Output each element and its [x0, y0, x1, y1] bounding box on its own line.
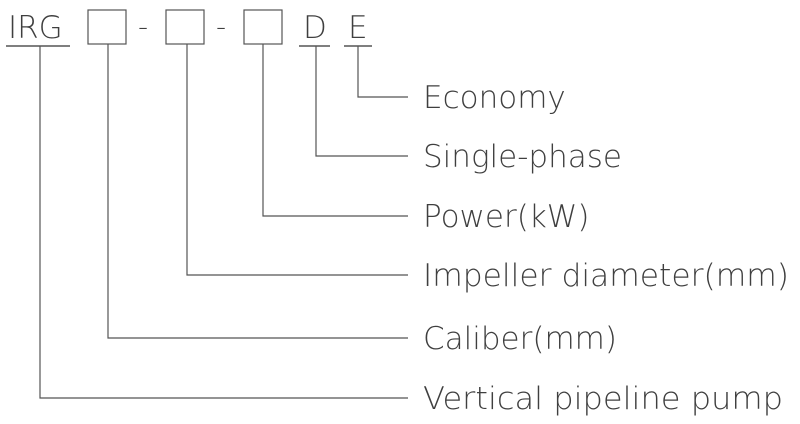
leader-caliber — [107, 44, 408, 339]
impeller-placeholder-box — [165, 9, 205, 45]
leader-vertical-pipeline-pump — [39, 46, 408, 399]
leader-power — [262, 44, 408, 217]
leader-impeller-diameter — [186, 44, 408, 276]
caliber-placeholder-box — [87, 9, 127, 45]
label-single-phase: Single-phase — [423, 139, 622, 175]
code-separator-2: - — [216, 10, 226, 43]
label-vertical-pipeline-pump: Vertical pipeline pump — [423, 381, 783, 417]
code-suffix-e: E — [348, 10, 368, 46]
code-separator-1: - — [138, 10, 148, 43]
label-economy: Economy — [423, 80, 566, 116]
leader-economy — [357, 46, 408, 98]
code-suffix-d: D — [303, 10, 327, 46]
code-prefix: IRG — [8, 10, 63, 46]
label-power: Power(kW) — [423, 199, 590, 235]
power-placeholder-box — [243, 9, 283, 45]
label-impeller-diameter: Impeller diameter(mm) — [423, 258, 789, 294]
label-caliber: Caliber(mm) — [423, 321, 617, 357]
leader-single-phase — [315, 46, 408, 157]
